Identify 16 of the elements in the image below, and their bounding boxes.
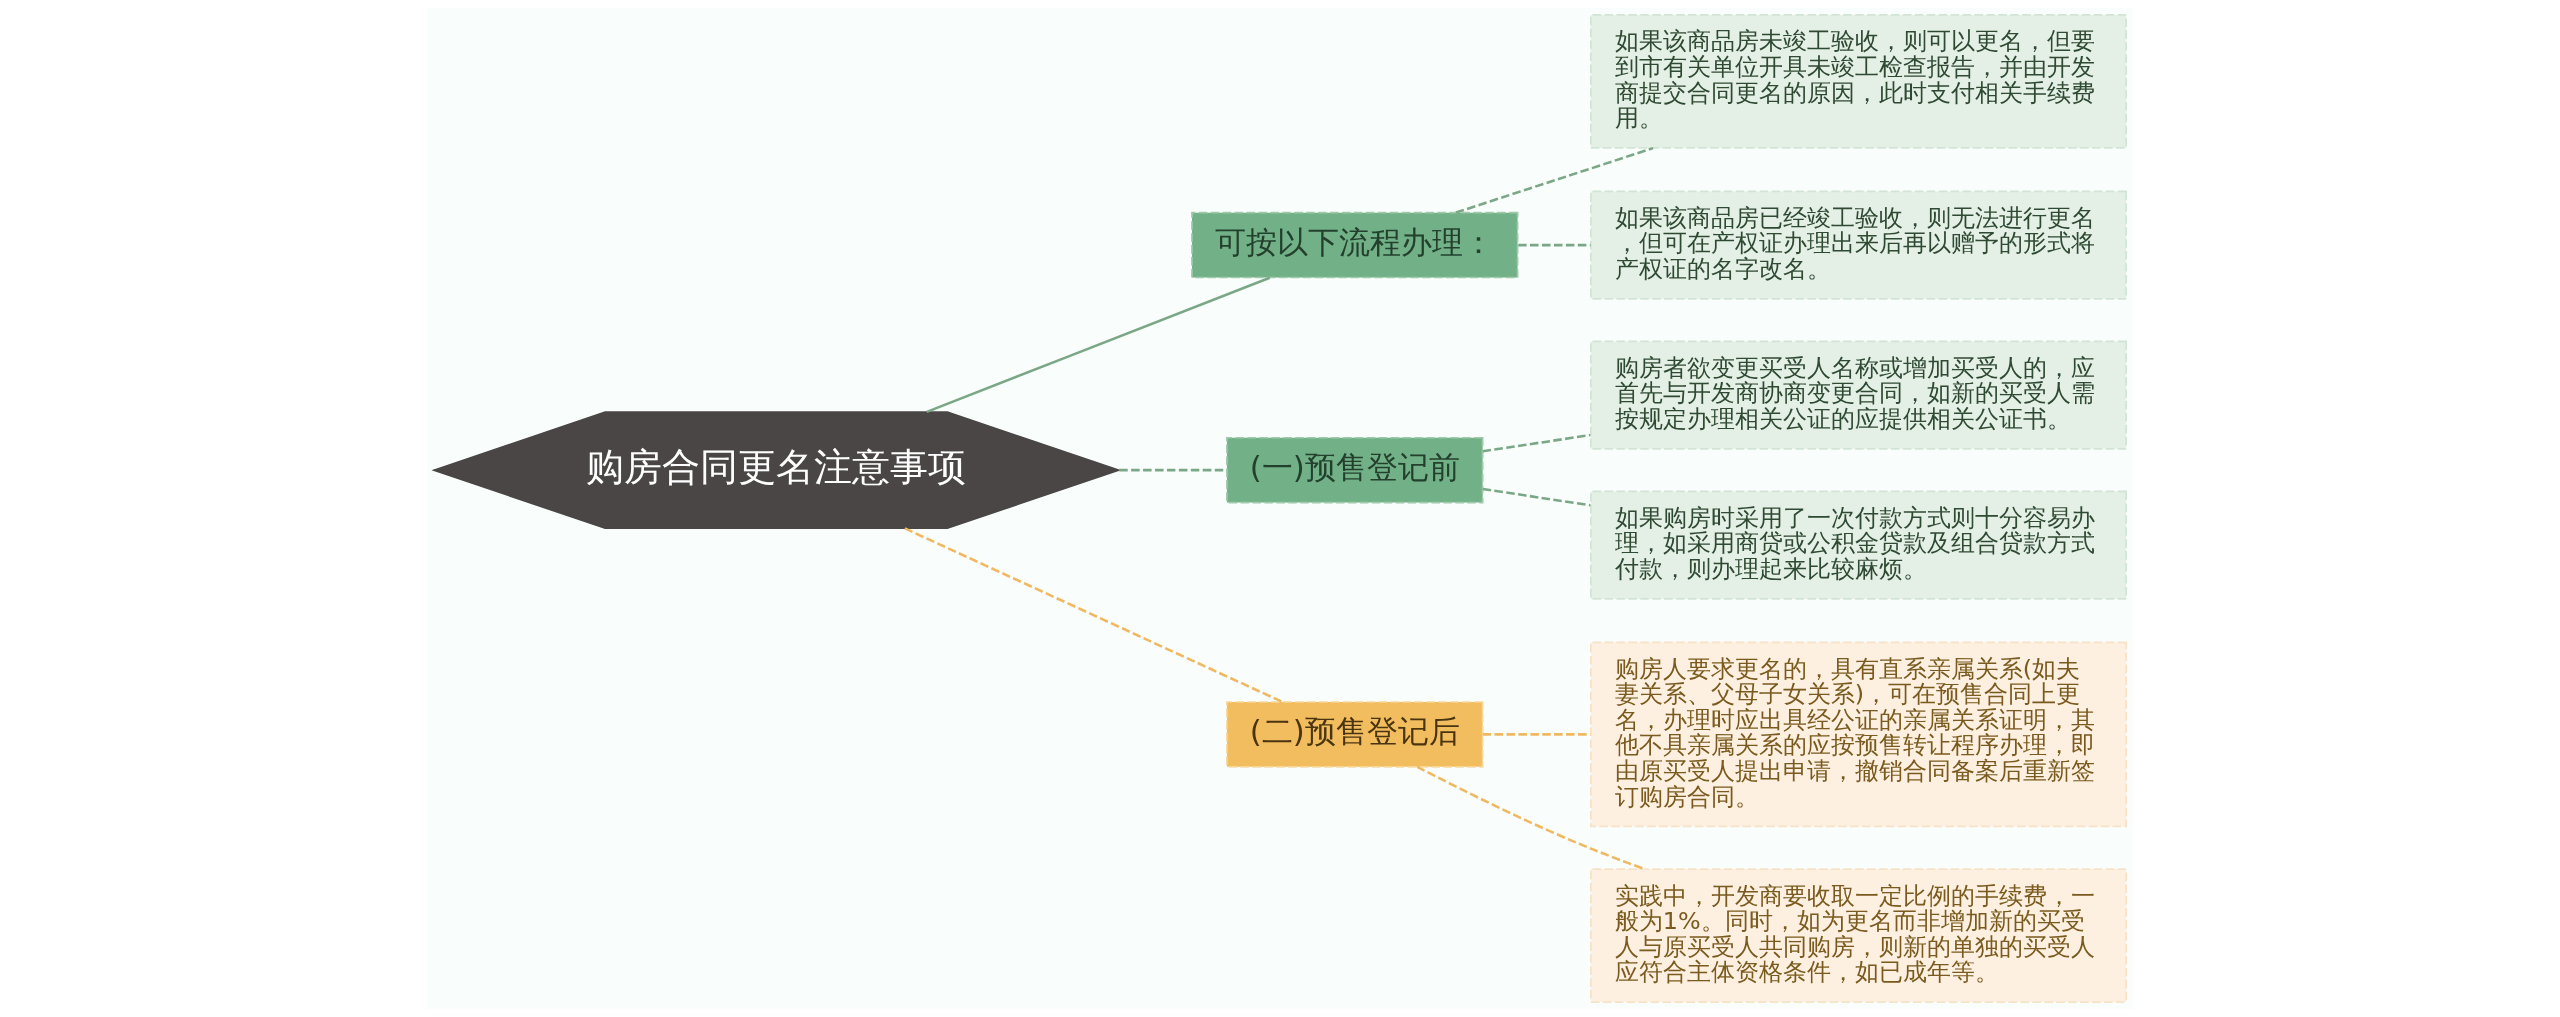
node-box: 购房者欲变更买受人名称或增加买受人的，应首先与开发商协商变更合同，如新的买受人需按规定办理相关公证的应提供相关公证书。 <box>1590 340 2128 450</box>
node-box: 实践中，开发商要收取一定比例的手续费，一般为1%。同时，如为更名而非增加新的买受人与原买受人共同购房，则新的单独的买受人应符合主体资格条件，如已成年等。 <box>1590 868 2128 1003</box>
node-box: (一)预售登记前 <box>1226 436 1484 504</box>
node-box: 购房人要求更名的，具有直系亲属关系(如夫妻关系、父母子女关系)，可在预售合同上更名，办理时应出具经公证的亲属关系证明，其他不具亲属关系的应按预售转让程序办理，即由原买受人提出申请，撤销合同备案后重新签订购房合同。 <box>1590 641 2128 828</box>
node-box: 如果该商品房已经竣工验收，则无法进行更名，但可在产权证办理出来后再以赠予的形式将产权证的名字改名。 <box>1590 190 2128 300</box>
connector <box>1518 243 1591 247</box>
connector <box>1482 487 1591 507</box>
connector <box>904 527 1283 704</box>
node-box: 可按以下流程办理： <box>1191 211 1519 279</box>
node-box: (二)预售登记后 <box>1226 701 1484 768</box>
connector <box>1482 433 1591 453</box>
node-box: 如果购房时采用了一次付款方式则十分容易办理，如采用商贷或公积金贷款及组合贷款方式付款，则办理起来比较麻烦。 <box>1590 490 2128 600</box>
connector <box>1416 765 1645 871</box>
connector <box>926 276 1271 414</box>
node-box: 如果该商品房未竣工验收，则可以更名，但要到市有关单位开具未竣工检查报告，并由开发商提交合同更名的原因，此时支付相关手续费用。 <box>1590 14 2128 149</box>
connector <box>1455 146 1654 214</box>
